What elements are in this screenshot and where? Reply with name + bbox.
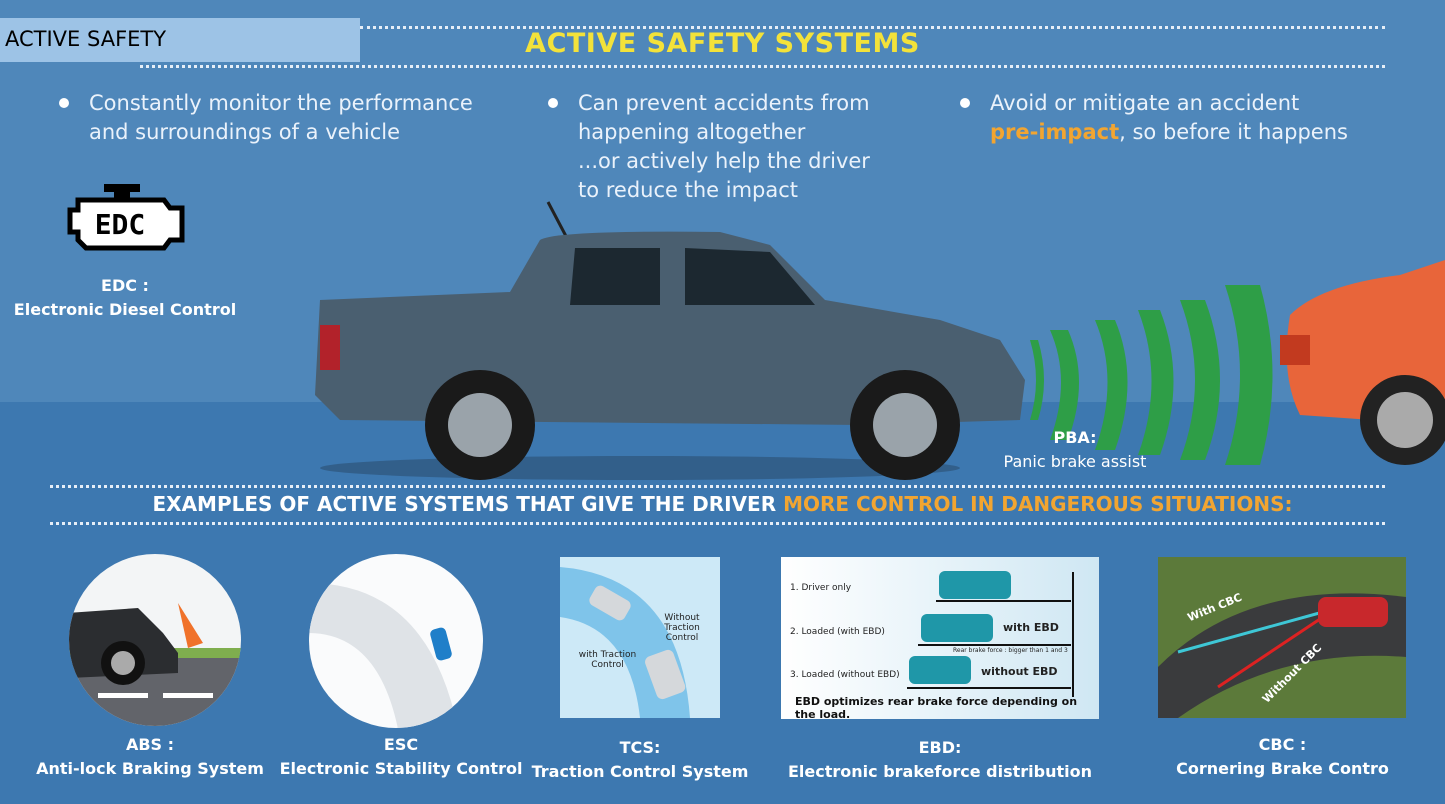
caption-name: Anti-lock Braking System	[36, 759, 264, 778]
tcs-label: Without Traction Control	[664, 613, 700, 643]
pba-caption: PBA: Panic brake assist	[990, 426, 1160, 474]
caption-abbr: EBD:	[918, 738, 962, 757]
ebd-label: without EBD	[981, 665, 1058, 678]
esc-image	[309, 554, 483, 728]
ebd-label: with EBD	[1003, 621, 1059, 634]
divider	[140, 65, 1385, 68]
heading-orange: MORE CONTROL IN DANGEROUS SITUATIONS:	[783, 492, 1293, 516]
orange-car-image	[1280, 260, 1445, 465]
caption-name: Electronic brakeforce distribution	[787, 762, 1092, 781]
caption-abbr: ABS :	[125, 735, 175, 754]
caption-abbr: CBC :	[1258, 735, 1307, 754]
heading-white: EXAMPLES OF ACTIVE SYSTEMS THAT GIVE THE…	[152, 492, 777, 516]
bullet-dot	[59, 98, 69, 108]
cbc-image: With CBC Without CBC	[1158, 557, 1406, 718]
bullet-text: Avoid or mitigate an accident	[990, 91, 1300, 115]
caption-name: Electronic Diesel Control	[13, 300, 237, 319]
bullet-text: ...or actively help the driver to reduce…	[578, 149, 870, 202]
ebd-caption: EBD: Electronic brakeforce distribution	[780, 736, 1100, 784]
bullet-dot	[960, 98, 970, 108]
bullet-2: Can prevent accidents from happening alt…	[548, 89, 888, 205]
slide-title-box[interactable]: ACTIVE SAFETY	[0, 18, 360, 62]
divider	[360, 26, 1385, 29]
cbc-caption: CBC : Cornering Brake Contro	[1160, 733, 1405, 781]
caption-name: Traction Control System	[531, 762, 749, 781]
tcs-label: with Traction Control	[578, 650, 637, 670]
bullet-highlight: pre-impact	[990, 120, 1120, 144]
radar-waves	[1030, 285, 1273, 465]
ebd-label: 2. Loaded (with EBD)	[790, 627, 885, 637]
engine-icon: EDC	[67, 184, 185, 251]
caption-name: Cornering Brake Contro	[1176, 759, 1389, 778]
ebd-label: 3. Loaded (without EBD)	[790, 670, 900, 680]
bullet-text: Can prevent accidents from happening alt…	[578, 91, 870, 144]
divider	[50, 522, 1385, 525]
caption-name: Panic brake assist	[1003, 452, 1147, 471]
tcs-image: Without Traction Control with Traction C…	[560, 557, 720, 718]
esc-caption: ESC Electronic Stability Control	[276, 733, 526, 781]
bullet-3: Avoid or mitigate an accident pre-impact,…	[960, 89, 1370, 147]
abs-caption: ABS : Anti-lock Braking System	[25, 733, 275, 781]
ebd-label: 1. Driver only	[790, 583, 852, 593]
page-title: ACTIVE SAFETY SYSTEMS	[525, 28, 920, 59]
engine-icon-text: EDC	[95, 208, 146, 241]
divider	[50, 485, 1385, 488]
edc-caption: EDC : Electronic Diesel Control	[10, 274, 240, 322]
bullet-text: , so before it happens	[1119, 120, 1348, 144]
abs-image	[69, 554, 241, 726]
caption-abbr: EDC :	[101, 276, 149, 295]
caption-abbr: TCS:	[619, 738, 661, 757]
ebd-label: Rear brake force : bigger than 1 and 3	[953, 647, 1068, 654]
tcs-caption: TCS: Traction Control System	[515, 736, 765, 784]
caption-name: Electronic Stability Control	[279, 759, 523, 778]
bullet-1: Constantly monitor the performance and s…	[59, 89, 489, 147]
bullet-text: Constantly monitor the performance and s…	[89, 91, 473, 144]
ebd-image: 1. Driver only 2. Loaded (with EBD) 3. L…	[781, 557, 1099, 719]
ebd-label: EBD optimizes rear brake force depending…	[795, 695, 1078, 719]
bullet-dot	[548, 98, 558, 108]
section-heading: EXAMPLES OF ACTIVE SYSTEMS THAT GIVE THE…	[0, 492, 1445, 516]
pickup-truck-image	[315, 201, 1025, 480]
caption-abbr: ESC	[383, 735, 419, 754]
caption-abbr: PBA:	[1053, 428, 1097, 447]
